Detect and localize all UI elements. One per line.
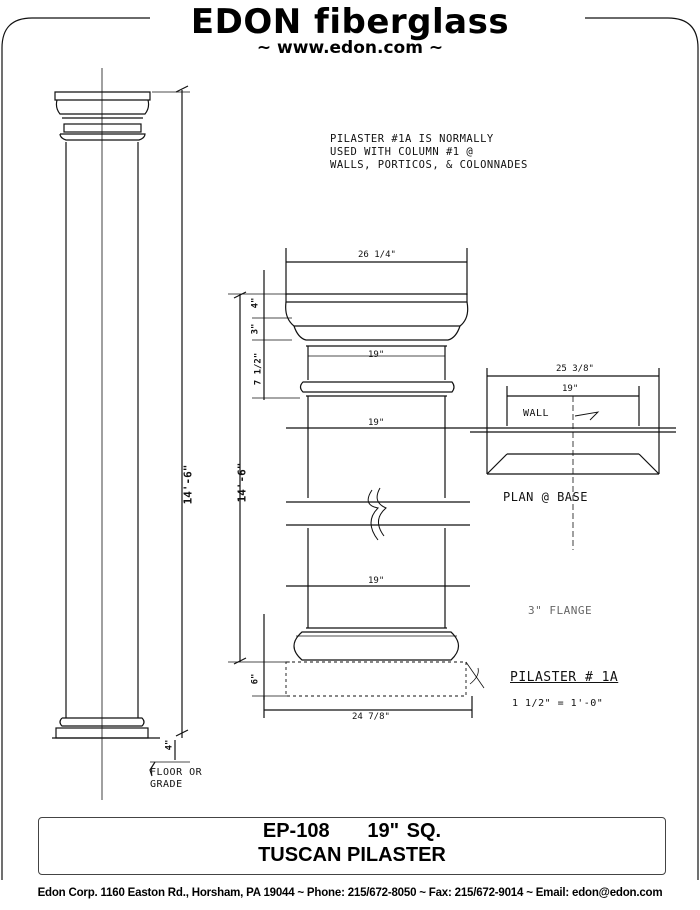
floor-label-line: GRADE [150, 779, 183, 790]
dim-cap-width: 26 1/4" [358, 250, 396, 260]
pilaster-detail [228, 248, 485, 718]
plan-at-base [470, 368, 676, 550]
dim-plan-outer-width: 25 3/8" [556, 364, 594, 374]
dim-base-height: 6" [250, 673, 261, 685]
dim-neck-width: 19" [368, 350, 385, 360]
flange-label: 3" FLANGE [528, 604, 593, 617]
note-line: USED WITH COLUMN #1 @ [330, 146, 474, 158]
dim-overall-height: 14'-6" [181, 464, 195, 505]
floor-label-line: FLOOR OR [150, 767, 203, 778]
dim-base-width: 24 7/8" [352, 712, 390, 722]
dim-shaft-width-bottom: 19" [368, 576, 385, 586]
dim-shaft-width-top: 19" [368, 418, 385, 428]
contact-footer: Edon Corp. 1160 Easton Rd., Horsham, PA … [37, 887, 663, 899]
brand-name: EDON fiberglass [190, 2, 510, 42]
plan-label: PLAN @ BASE [503, 490, 588, 504]
note-line: PILASTER #1A IS NORMALLY [330, 133, 494, 145]
dim-cap-lower: 7 1/2" [253, 352, 264, 386]
column-elevation [52, 68, 190, 800]
brand-url: ~ www.edon.com ~ [256, 38, 444, 58]
scale-label: 1 1/2" = 1'-0" [512, 698, 604, 709]
wall-label: WALL [523, 408, 550, 419]
note-line: WALLS, PORTICOS, & COLONNADES [330, 159, 528, 171]
dim-cap-top: 4" [250, 297, 261, 309]
usage-note: PILASTER #1A IS NORMALLY USED WITH COLUM… [330, 133, 528, 172]
title-box: EP-108 19" SQ. TUSCAN PILASTER [38, 817, 666, 875]
dim-base-height-left: 4" [164, 739, 175, 751]
page-frame [1, 17, 150, 880]
dim-shaft-height: 14'-6" [235, 462, 249, 503]
product-name: TUSCAN PILASTER [258, 844, 446, 866]
dim-cap-mid: 3" [250, 323, 261, 335]
dim-plan-inner-width: 19" [562, 384, 579, 394]
floor-label: FLOOR OR GRADE [150, 767, 202, 791]
pilaster-label: PILASTER # 1A [510, 670, 619, 685]
product-code: EP-108 19" SQ. [262, 820, 442, 842]
page-frame-right [585, 17, 699, 880]
